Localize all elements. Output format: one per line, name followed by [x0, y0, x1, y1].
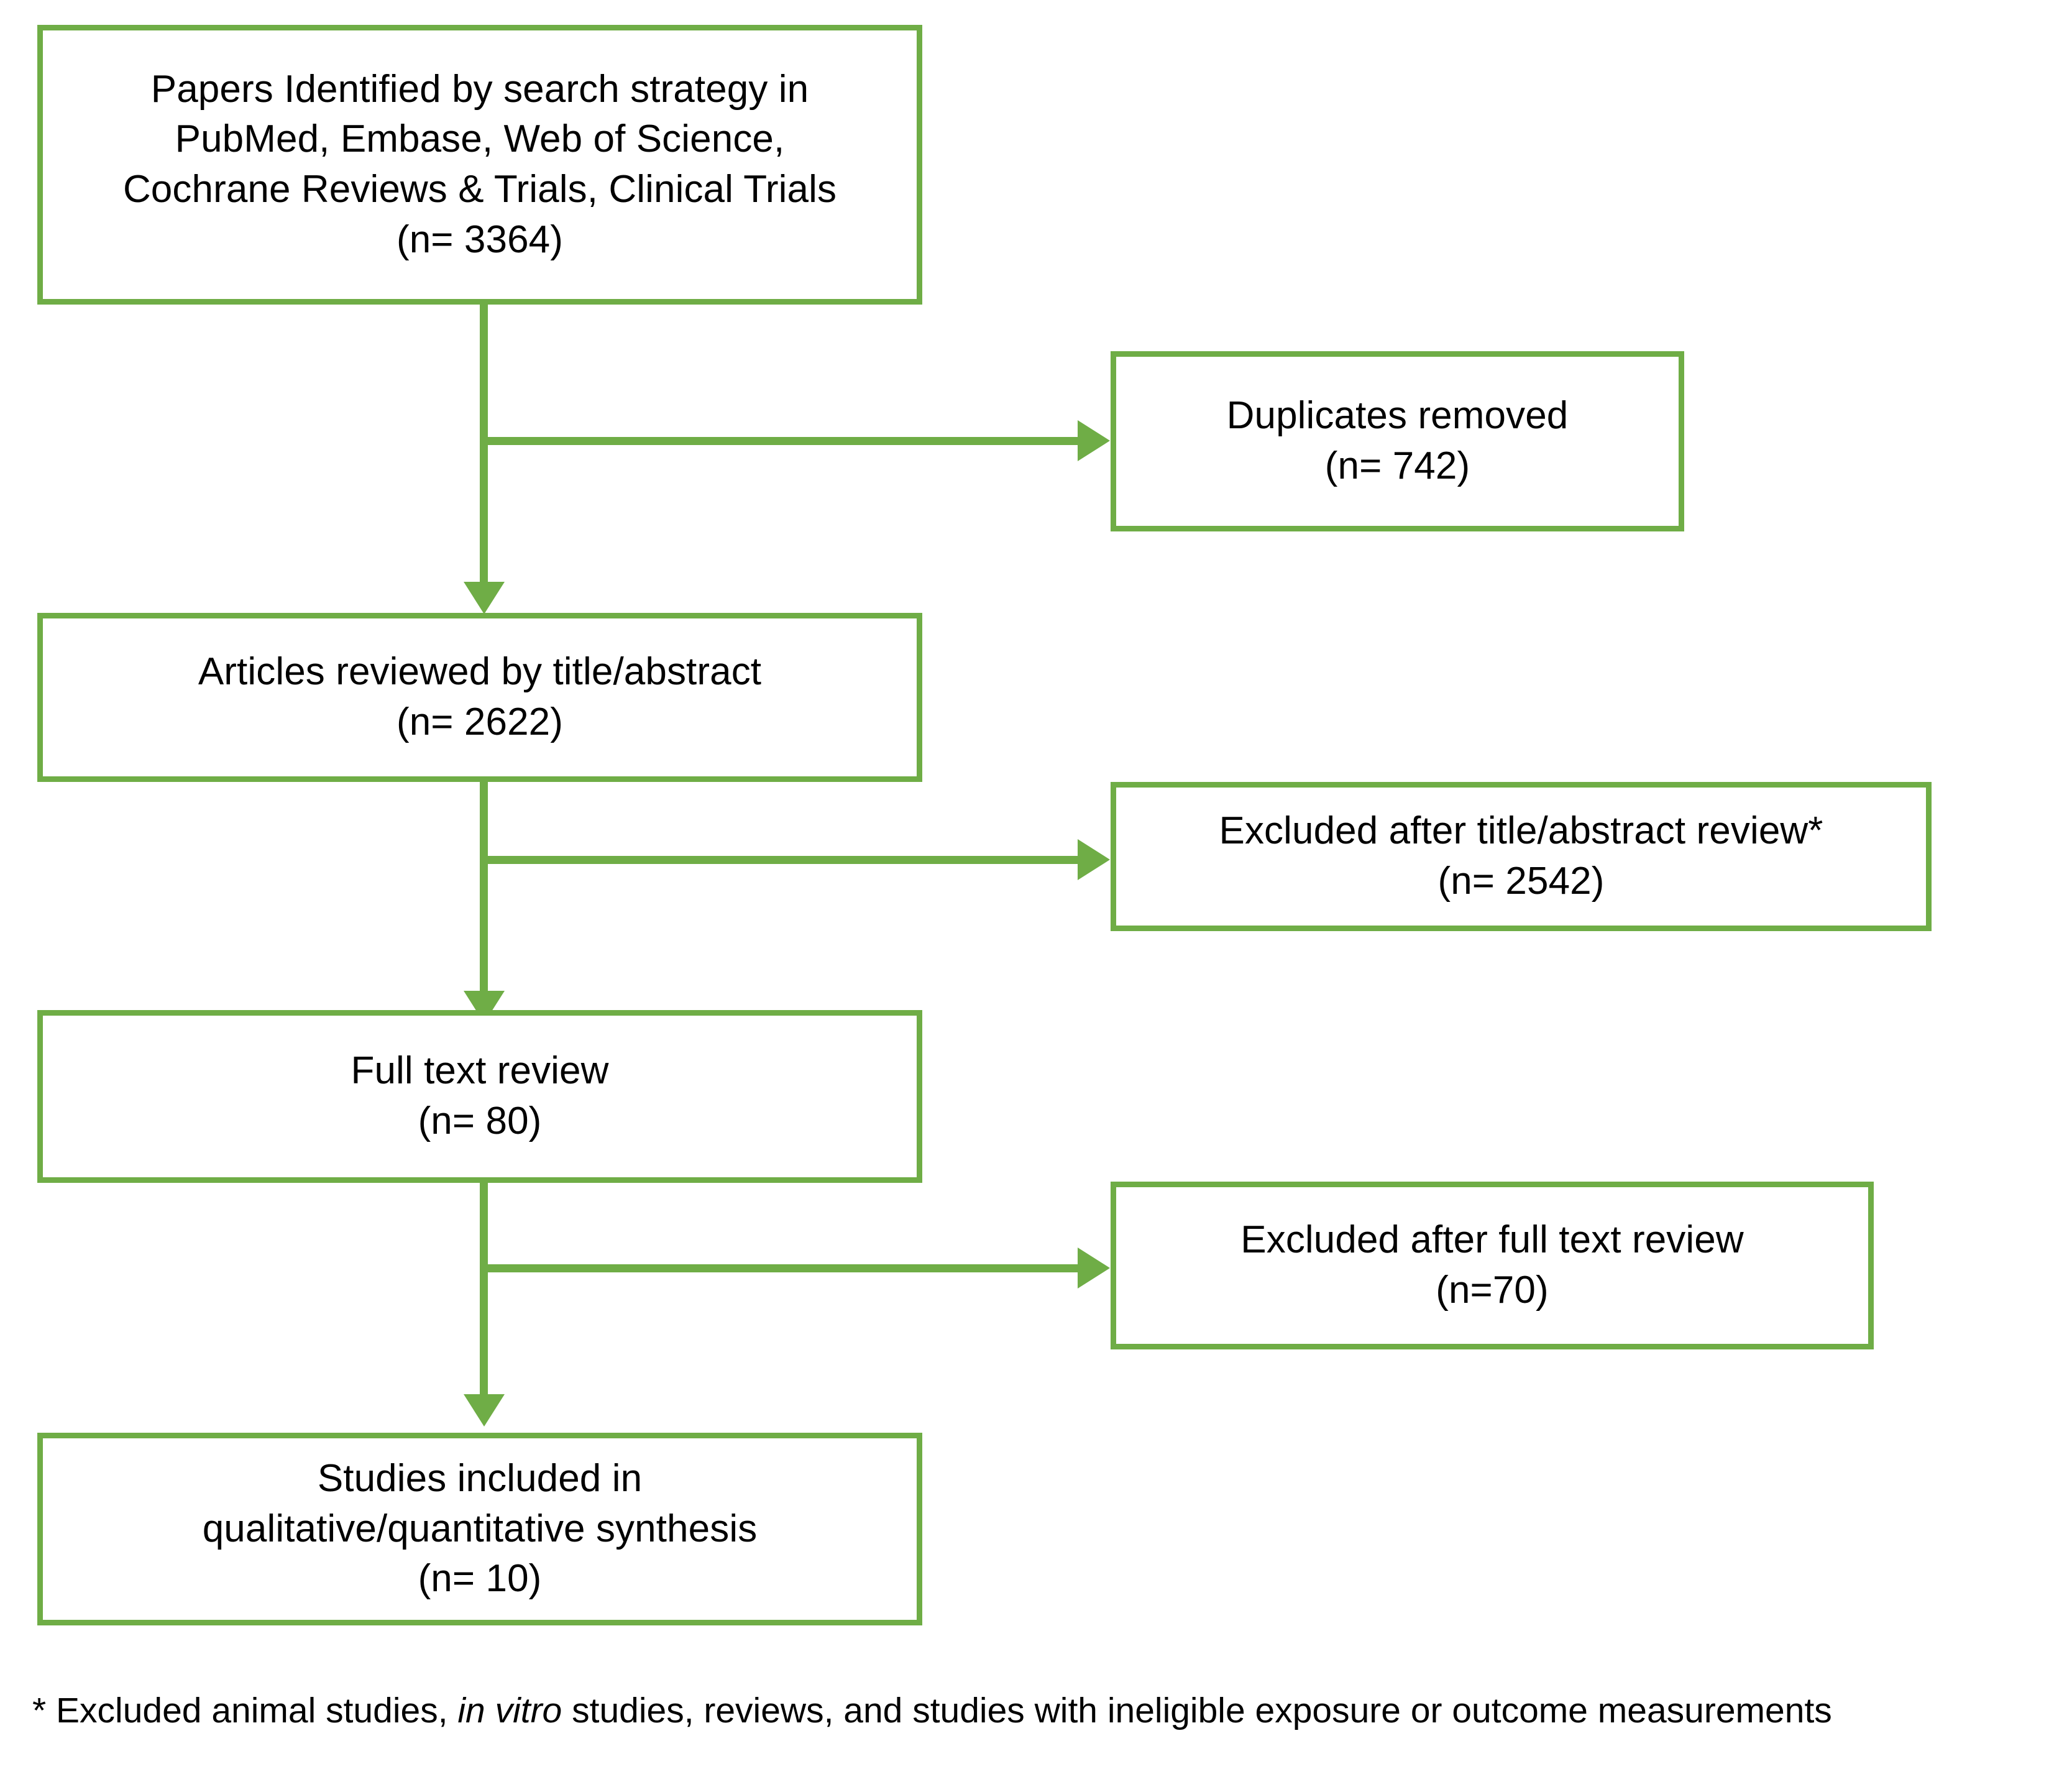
footnote-part-1: Excluded animal studies,	[46, 1691, 458, 1730]
studies-included-box: Studies included in qualitative/quantita…	[37, 1433, 922, 1625]
papers-identified-count: (n= 3364)	[396, 218, 564, 261]
duplicates-removed-box: Duplicates removed (n= 742)	[1111, 351, 1684, 531]
arrowhead-to-excluded-title-abstract-icon	[1078, 839, 1110, 880]
footnote-italic-term: in vitro	[457, 1691, 562, 1730]
footnote: * Excluded animal studies, in vitro stud…	[32, 1689, 2065, 1732]
full-text-review-box: Full text review (n= 80)	[37, 1010, 922, 1183]
studies-included-line-2: qualitative/quantitative synthesis	[202, 1507, 758, 1550]
excluded-title-abstract-count: (n= 2542)	[1437, 860, 1605, 903]
papers-identified-line-1: Papers Identified by search strategy in	[150, 67, 809, 111]
excluded-full-text-count: (n=70)	[1436, 1269, 1549, 1312]
excluded-full-text-label: Excluded after full text review	[1240, 1218, 1744, 1262]
arrowhead-to-title-abstract-icon	[464, 582, 505, 614]
studies-included-line-1: Studies included in	[317, 1457, 643, 1500]
duplicates-removed-label: Duplicates removed	[1226, 394, 1569, 438]
connector-title-abstract-vertical	[480, 782, 488, 998]
arrowhead-to-duplicates-icon	[1078, 420, 1110, 461]
duplicates-removed-count: (n= 742)	[1324, 444, 1470, 487]
connector-identified-to-duplicates	[480, 437, 1078, 445]
excluded-title-abstract-box: Excluded after title/abstract review* (n…	[1111, 782, 1932, 931]
arrowhead-to-included-icon	[464, 1394, 505, 1427]
connector-full-text-to-excluded	[480, 1264, 1078, 1272]
connector-title-abstract-to-excluded	[480, 856, 1078, 864]
papers-identified-box: Papers Identified by search strategy in …	[37, 25, 922, 305]
footnote-part-2: studies, reviews, and studies with ineli…	[562, 1691, 1832, 1730]
full-text-review-count: (n= 80)	[418, 1100, 542, 1142]
full-text-review-label: Full text review	[351, 1049, 609, 1093]
articles-reviewed-label: Articles reviewed by title/abstract	[198, 650, 762, 694]
connector-full-text-vertical	[480, 1183, 488, 1402]
excluded-full-text-box: Excluded after full text review (n=70)	[1111, 1182, 1874, 1349]
excluded-title-abstract-label: Excluded after title/abstract review*	[1219, 809, 1823, 853]
footnote-marker: *	[32, 1691, 47, 1730]
arrowhead-to-excluded-full-text-icon	[1078, 1247, 1110, 1289]
studies-included-count: (n= 10)	[418, 1557, 542, 1601]
articles-reviewed-box: Articles reviewed by title/abstract (n= …	[37, 613, 922, 782]
connector-identified-vertical	[480, 305, 488, 589]
articles-reviewed-count: (n= 2622)	[396, 701, 564, 743]
papers-identified-line-3: Cochrane Reviews & Trials, Clinical Tria…	[122, 168, 837, 211]
papers-identified-line-2: PubMed, Embase, Web of Science,	[175, 117, 785, 161]
